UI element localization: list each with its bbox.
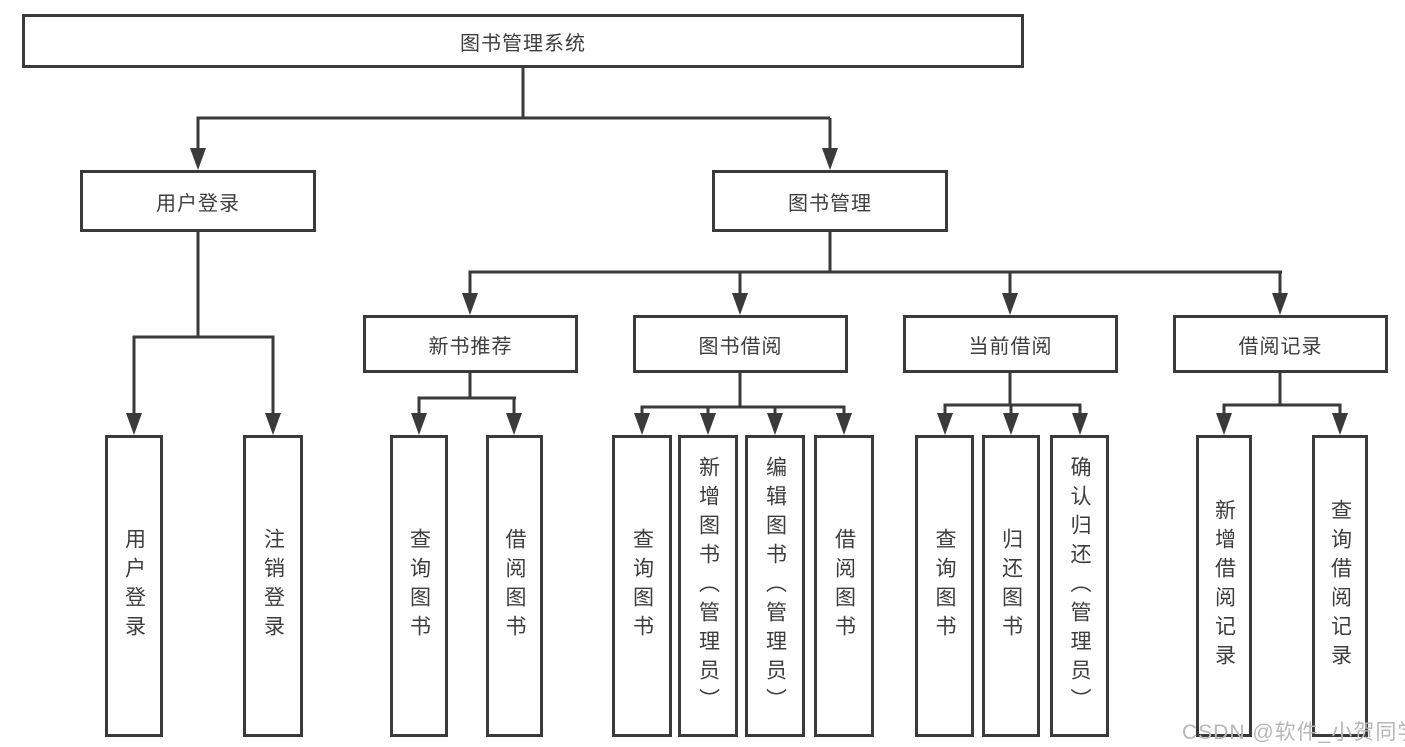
- leaf-query-books-recommend: 查询图书: [390, 435, 448, 737]
- new-book-recommend-label: 新书推荐: [428, 335, 513, 358]
- book-management-label: 图书管理: [788, 192, 872, 215]
- leaf-query-books-borrow: 查询图书: [612, 435, 672, 737]
- leaf-user-login: 用户登录: [105, 435, 163, 737]
- book-borrow-box: 图书借阅: [633, 315, 848, 373]
- leaf-query-borrow-record: 查询借阅记录: [1312, 435, 1368, 737]
- csdn-watermark: CSDN @软件_小贺同学: [1182, 721, 1405, 744]
- leaf-add-borrow-record-label: 新增借阅记录: [1212, 499, 1236, 673]
- arrowheads: [126, 148, 1348, 435]
- system-root-box: 图书管理系统: [22, 14, 1024, 68]
- leaf-add-book-admin-label: 新增图书（管理员）: [696, 455, 720, 717]
- leaf-query-books-current-label: 查询图书: [933, 528, 957, 644]
- leaf-user-login-label: 用户登录: [122, 528, 146, 644]
- leaf-add-borrow-record: 新增借阅记录: [1196, 435, 1252, 737]
- borrow-record-box: 借阅记录: [1173, 315, 1388, 373]
- leaf-add-book-admin: 新增图书（管理员）: [678, 435, 738, 737]
- borrow-record-label: 借阅记录: [1238, 335, 1323, 358]
- leaf-query-borrow-record-label: 查询借阅记录: [1328, 499, 1352, 673]
- user-login-box: 用户登录: [80, 170, 316, 232]
- leaf-return-book-label: 归还图书: [999, 528, 1023, 644]
- leaf-logout-label: 注销登录: [261, 528, 285, 644]
- user-login-label: 用户登录: [156, 192, 240, 215]
- current-borrow-label: 当前借阅: [968, 335, 1053, 358]
- leaf-confirm-return-admin: 确认归还（管理员）: [1050, 435, 1109, 737]
- leaf-query-books-recommend-label: 查询图书: [407, 528, 431, 644]
- leaf-query-books-borrow-label: 查询图书: [630, 528, 654, 644]
- book-management-box: 图书管理: [712, 170, 948, 232]
- leaf-borrow-books: 借阅图书: [814, 435, 874, 737]
- book-borrow-label: 图书借阅: [698, 335, 783, 358]
- leaf-logout: 注销登录: [243, 435, 303, 737]
- leaf-query-books-current: 查询图书: [915, 435, 974, 737]
- current-borrow-box: 当前借阅: [903, 315, 1118, 373]
- leaf-borrow-books-label: 借阅图书: [832, 528, 856, 644]
- leaf-return-book: 归还图书: [982, 435, 1040, 737]
- leaf-borrow-books-recommend: 借阅图书: [486, 435, 543, 737]
- system-root-label: 图书管理系统: [460, 32, 586, 55]
- leaf-borrow-books-recommend-label: 借阅图书: [503, 528, 527, 644]
- new-book-recommend-box: 新书推荐: [363, 315, 578, 373]
- leaf-edit-book-admin: 编辑图书（管理员）: [745, 435, 805, 737]
- leaf-edit-book-admin-label: 编辑图书（管理员）: [763, 455, 787, 717]
- leaf-confirm-return-admin-label: 确认归还（管理员）: [1068, 455, 1092, 717]
